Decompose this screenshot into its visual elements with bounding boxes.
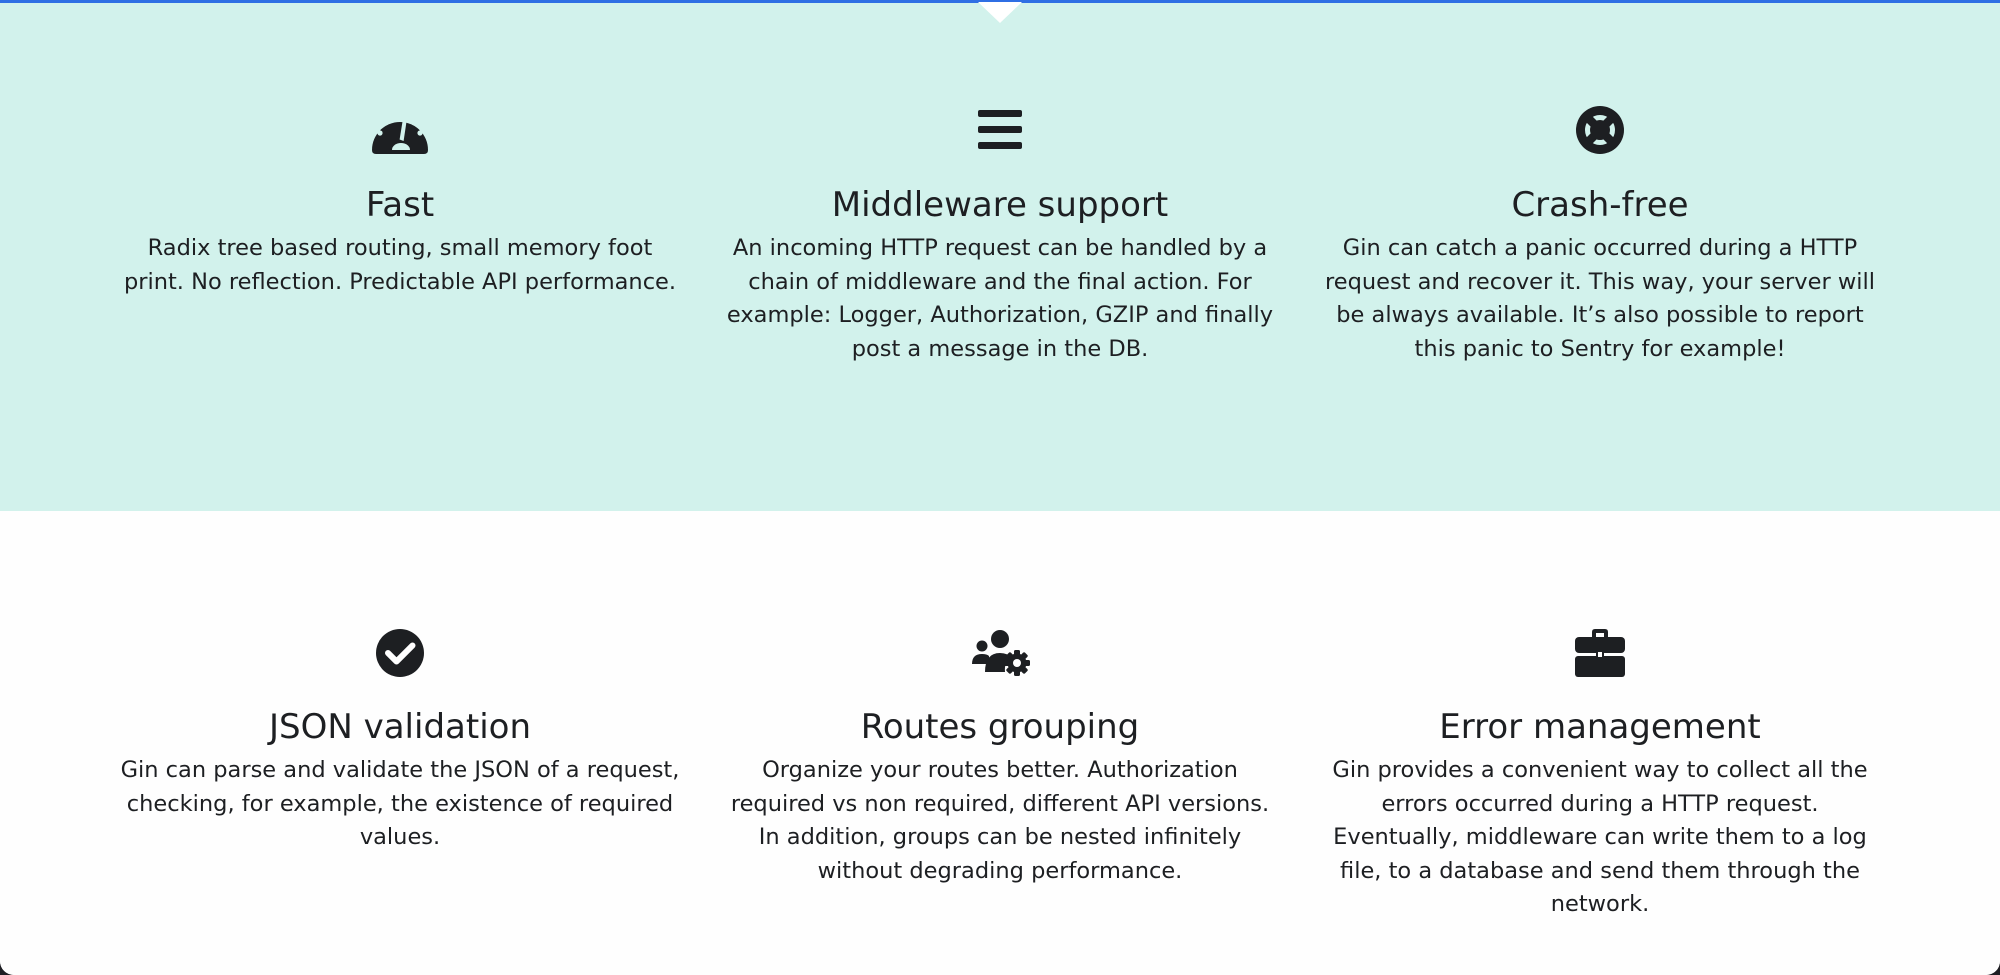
feature-description: Gin can parse and validate the JSON of a…	[120, 757, 680, 850]
features-band-top	[0, 0, 2000, 511]
life-ring-icon	[1568, 100, 1632, 164]
briefcase-icon	[1568, 622, 1632, 686]
feature-routes-grouping: Routes grouping Organize your routes bet…	[720, 622, 1280, 888]
feature-fast: Fast Radix tree based routing, small mem…	[120, 100, 680, 299]
feature-title: JSON validation	[268, 707, 531, 747]
speedometer-icon	[368, 100, 432, 164]
feature-title: Fast	[365, 185, 435, 225]
feature-title: Routes grouping	[860, 707, 1140, 747]
feature-middleware-support: Middleware support An incoming HTTP requ…	[720, 100, 1280, 366]
bars-icon	[968, 100, 1032, 164]
feature-description: An incoming HTTP request can be handled …	[726, 235, 1274, 362]
feature-json-validation: JSON validation Gin can parse and valida…	[120, 622, 680, 855]
feature-description: Gin can catch a panic occurred during a …	[1324, 235, 1876, 362]
feature-description: Organize your routes better. Authorizati…	[730, 757, 1270, 884]
feature-crash-free: Crash-free Gin can catch a panic occurre…	[1320, 100, 1880, 366]
section-notch	[978, 2, 1022, 23]
feature-title: Error management	[1439, 707, 1761, 747]
feature-title: Middleware support	[831, 185, 1169, 225]
feature-title: Crash-free	[1511, 185, 1689, 225]
feature-description: Gin provides a convenient way to collect…	[1332, 757, 1868, 917]
feature-error-management: Error management Gin provides a convenie…	[1320, 622, 1880, 922]
accent-top-line	[0, 0, 2000, 3]
feature-description: Radix tree based routing, small memory f…	[123, 235, 677, 295]
users-cog-icon	[968, 622, 1032, 686]
check-circle-icon	[368, 622, 432, 686]
features-band-bottom	[0, 511, 2000, 975]
